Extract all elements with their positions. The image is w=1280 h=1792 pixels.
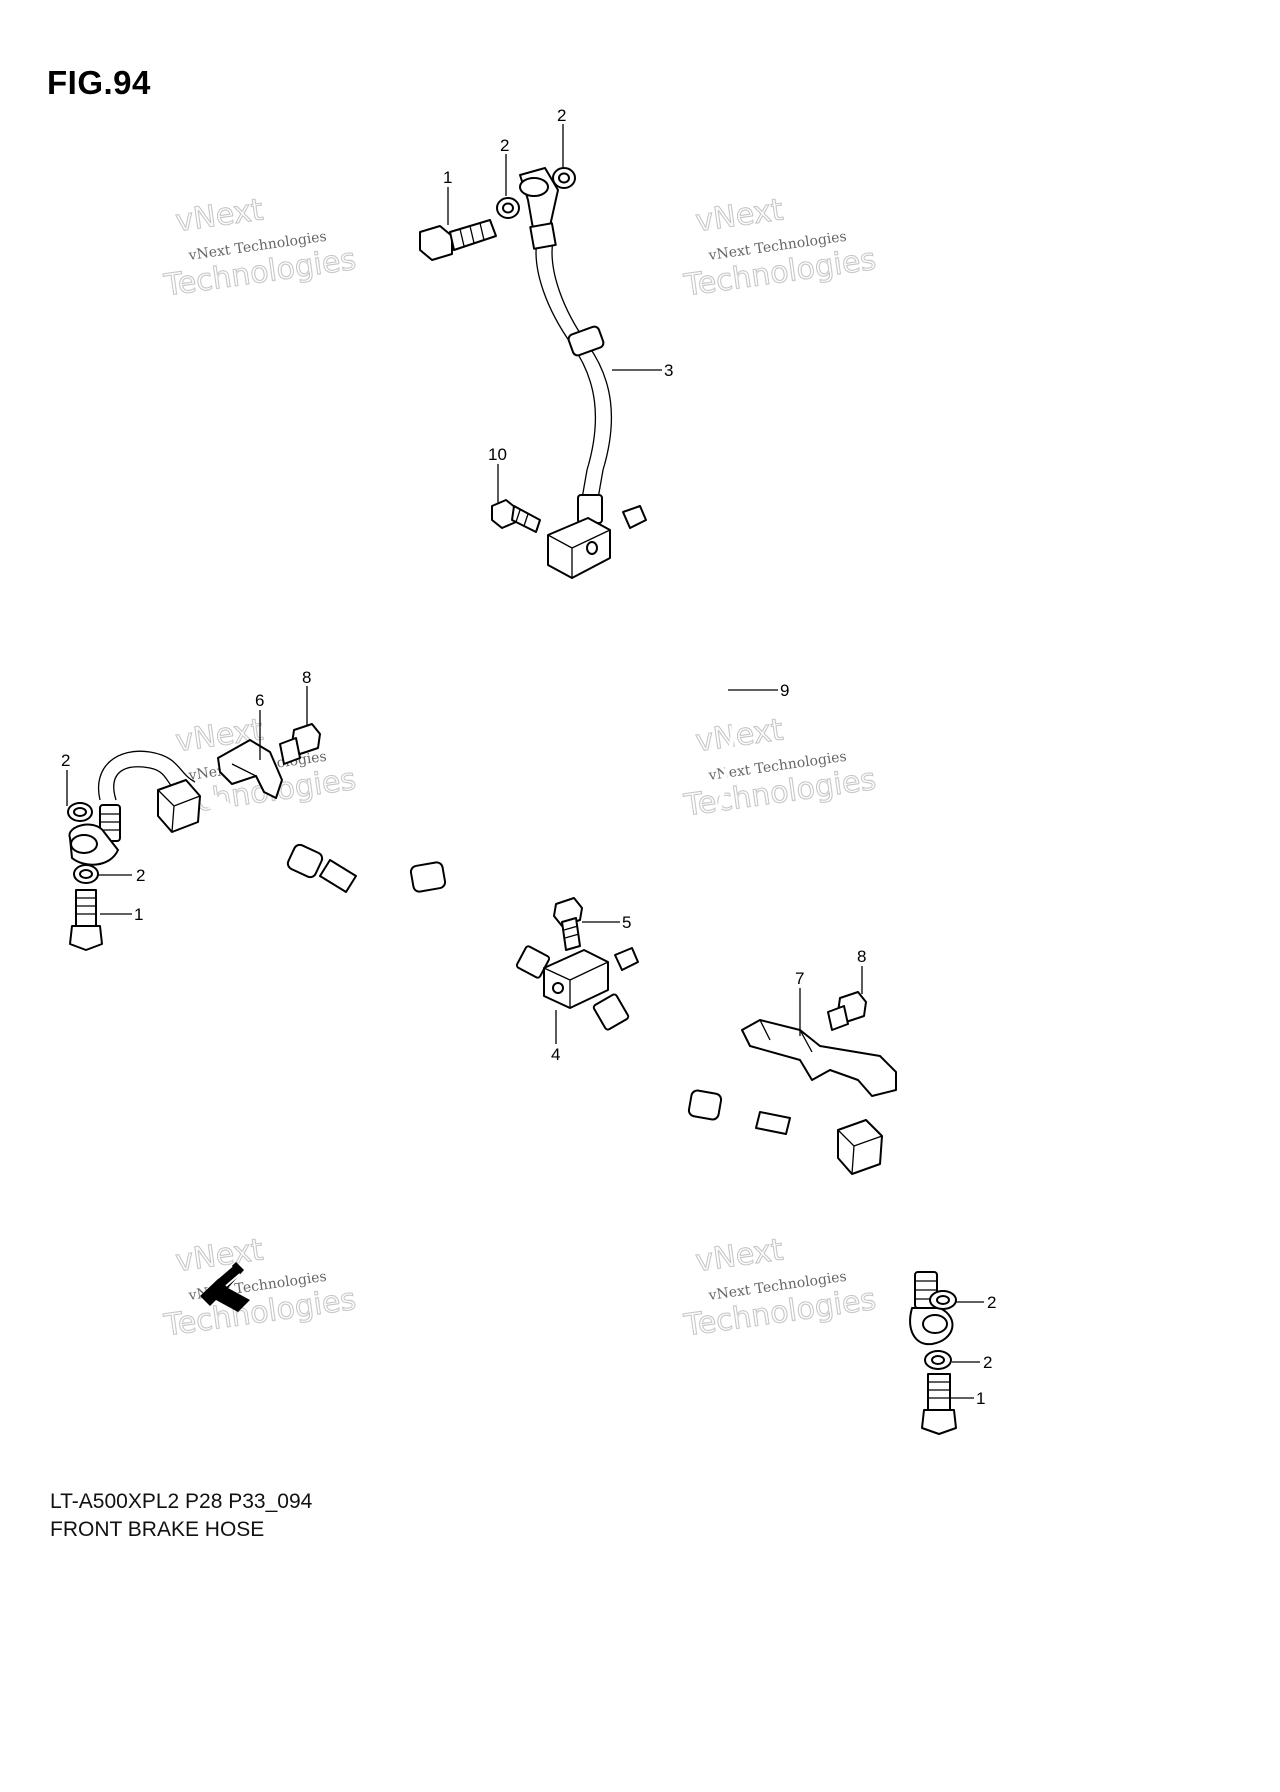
callout-labels: 1 2 2 3 10 9 6 8 2 2 1 5 4 7 8 2 2 1 [61,106,996,1408]
banjo-bolt-left [69,889,103,951]
callout-2-top-b: 2 [557,106,566,125]
brake-pipe [614,505,737,971]
callout-2-left-b: 2 [136,866,145,885]
callout-1-left: 1 [134,905,143,924]
callout-9: 9 [780,681,789,700]
callout-10: 10 [488,445,507,464]
watermark-text-vnext: vNext [694,192,786,239]
junction-block [543,949,609,1009]
callout-2-right-a: 2 [987,1293,996,1312]
right-brake-hose [592,993,954,1346]
callout-8-right: 8 [857,947,866,966]
sealing-washer-left-a [67,802,93,822]
callout-1-right: 1 [976,1389,985,1408]
sealing-washer-right-b [924,1350,952,1370]
bracket-part-7 [741,1019,897,1097]
callout-2-right-b: 2 [983,1353,992,1372]
watermark-text-vnext: vNext [694,1232,786,1279]
left-brake-hose [68,750,357,893]
callout-5: 5 [622,913,631,932]
sealing-washer-top-a [496,197,520,219]
banjo-bolt-right [921,1373,957,1435]
sealing-washer-right-a [929,1290,957,1310]
sealing-washer-top-b [552,167,576,189]
watermark-text-vnext: vNext [174,1232,266,1279]
bolt-part-5 [553,897,583,951]
watermark-mid-right: vNext Technologies vNext Technologies [681,712,879,824]
callout-8-left: 8 [302,668,311,687]
sealing-washer-left-b [73,864,99,884]
banjo-bolt-top [419,219,497,261]
bolt-part-10 [491,499,541,533]
callout-leaders [66,124,984,1399]
callout-2-top-a: 2 [500,136,509,155]
middle-hose-left [355,861,551,979]
figure-title: FIG.94 [47,64,151,101]
bolt-part-8-right [827,991,867,1031]
watermark-bottom-right: vNext Technologies vNext Technologies [681,1232,879,1344]
callout-3: 3 [664,361,673,380]
front-direction-arrow-icon [200,1262,250,1312]
watermark-top-right: vNext Technologies vNext Technologies [681,192,879,304]
callout-4: 4 [551,1045,560,1064]
callout-1-top: 1 [443,168,452,187]
figure-code: LT-A500XPL2 P28 P33_094 [50,1490,313,1513]
watermark-top-left: vNext Technologies vNext Technologies [161,192,359,304]
watermark-text-vnext: vNext [694,712,786,759]
callout-7: 7 [795,969,804,988]
upper-brake-hose [519,167,612,579]
figure-description: FRONT BRAKE HOSE [50,1518,265,1541]
callout-6: 6 [255,691,264,710]
watermark-text-vnext: vNext [174,192,266,239]
callout-2-left-a: 2 [61,751,70,770]
bolt-part-8-left [279,723,321,765]
watermark-bottom-left: vNext Technologies vNext Technologies [161,1232,359,1344]
